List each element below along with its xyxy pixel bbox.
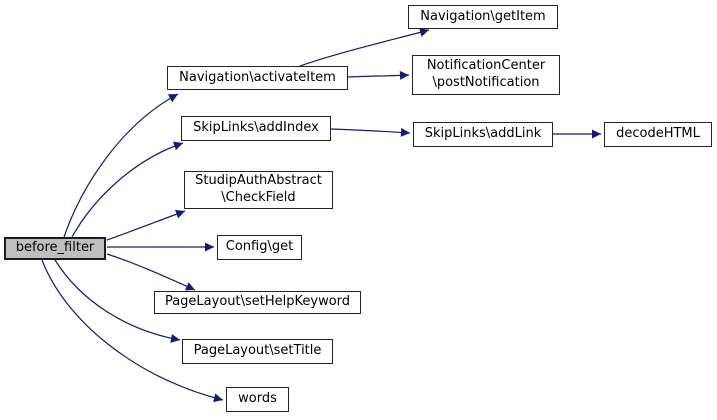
edge-before_filter-setTitle	[54, 259, 181, 343]
node-skiplinks-addindex[interactable]: SkipLinks\addIndex	[181, 116, 331, 141]
node-notificationcenter-postnotification[interactable]: NotificationCenter \postNotification	[412, 55, 560, 95]
node-config-get[interactable]: Config\get	[217, 235, 302, 260]
edge-activateItem-postNotification	[347, 70, 410, 80]
node-navigation-activateitem[interactable]: Navigation\activateItem	[167, 66, 348, 90]
node-pagelayout-settitle[interactable]: PageLayout\setTitle	[182, 339, 333, 364]
edge-before_filter-setHelpKeyword	[106, 253, 196, 291]
node-navigation-getitem[interactable]: Navigation\getItem	[408, 5, 558, 29]
edge-addIndex-addLink	[330, 127, 411, 137]
edge-before_filter-CheckField	[106, 209, 186, 241]
edge-before_filter-activateItem	[63, 93, 179, 238]
node-skiplinks-addlink[interactable]: SkipLinks\addLink	[413, 122, 553, 147]
node-before-filter: before_filter	[4, 237, 106, 260]
edge-activateItem-getItem	[299, 28, 430, 67]
edge-before_filter-addIndex	[71, 141, 184, 238]
node-decodehtml[interactable]: decodeHTML	[604, 122, 712, 147]
node-words[interactable]: words	[226, 387, 289, 412]
node-pagelayout-sethelpkeyword[interactable]: PageLayout\setHelpKeyword	[154, 291, 361, 314]
node-studipauthabstract-checkfield[interactable]: StudipAuthAbstract \CheckField	[184, 171, 333, 209]
edge-before_filter-words	[41, 259, 224, 403]
